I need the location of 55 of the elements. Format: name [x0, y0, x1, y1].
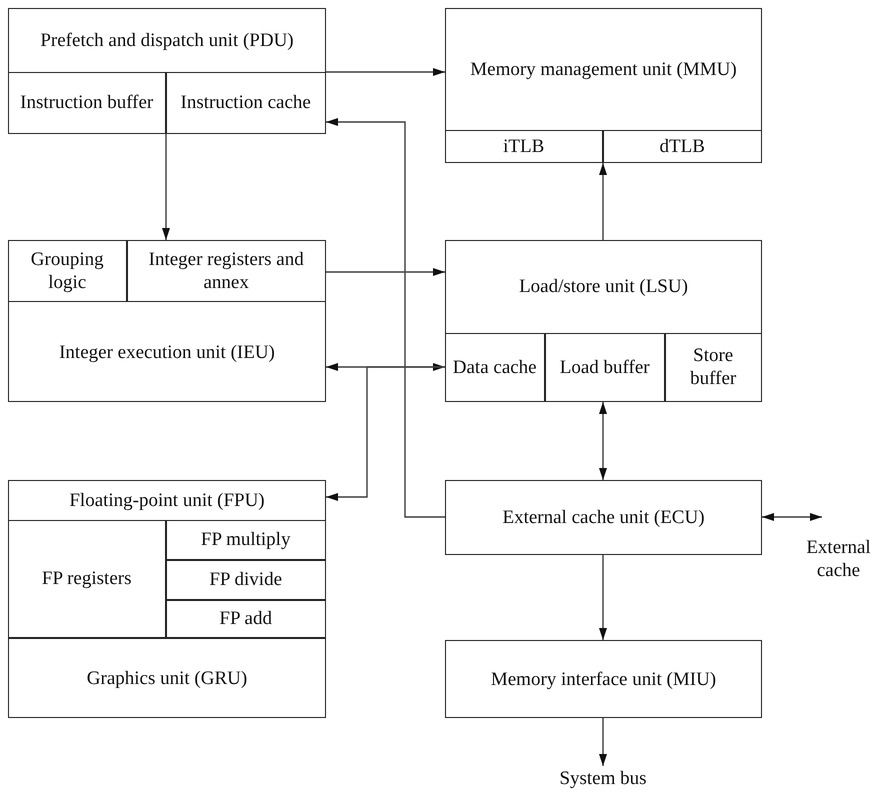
io-label: System bus	[558, 768, 648, 790]
unit-title: Floating-point unit (FPU)	[68, 490, 266, 512]
io-label: External cache	[805, 537, 872, 583]
unit-box	[445, 240, 762, 402]
component-cell	[444, 332, 545, 402]
unit-title: Load/store unit (LSU)	[518, 276, 689, 299]
component-cell	[166, 600, 326, 638]
component-label: FP multiply	[200, 529, 292, 552]
component-label: FP registers	[40, 568, 132, 592]
component-cell	[8, 520, 166, 638]
arrow	[599, 555, 607, 640]
component-label: FP divide	[208, 569, 284, 592]
unit-title: Integer execution unit (IEU)	[58, 342, 276, 364]
component-label: Integer registers and annex	[148, 248, 305, 294]
component-label: Grouping logic	[30, 248, 105, 294]
component-cell	[444, 130, 603, 163]
component-label: External cache unit (ECU)	[501, 507, 706, 530]
arrow	[162, 134, 170, 240]
component-cell	[664, 332, 762, 402]
component-label: Data cache	[452, 356, 538, 380]
component-label: Instruction buffer	[19, 92, 154, 116]
arrow	[326, 268, 445, 276]
component-label: Store buffer	[689, 345, 738, 391]
arrow	[762, 513, 822, 521]
component-label: FP add	[218, 608, 273, 632]
component-label: Load buffer	[558, 356, 651, 380]
arrow	[599, 402, 607, 480]
component-cell	[166, 72, 326, 134]
component-cell	[166, 520, 326, 560]
arrow	[599, 163, 607, 240]
component-label: dTLB	[658, 136, 706, 159]
arrow	[326, 366, 445, 501]
unit-title: Prefetch and dispatch unit (PDU)	[39, 30, 295, 52]
unit-box	[8, 638, 326, 718]
component-cell	[8, 240, 127, 302]
component-label: Memory interface unit (MIU)	[490, 668, 718, 692]
arrow	[326, 68, 445, 76]
component-cell	[544, 332, 665, 402]
unit-box	[8, 240, 326, 402]
component-label: iTLB	[502, 136, 546, 159]
arrow	[326, 363, 445, 371]
unit-box	[445, 480, 762, 555]
component-cell	[166, 560, 326, 600]
unit-box	[8, 8, 326, 134]
component-label: Graphics unit (GRU)	[86, 668, 248, 690]
unit-box	[445, 8, 762, 163]
unit-box	[8, 480, 326, 638]
component-cell	[8, 72, 166, 134]
component-cell	[602, 130, 762, 163]
arrow	[599, 718, 607, 766]
arrow	[326, 118, 445, 518]
unit-box	[445, 640, 762, 718]
component-label: Instruction cache	[180, 92, 312, 116]
unit-title: Memory management unit (MMU)	[469, 58, 738, 82]
component-cell	[126, 240, 326, 302]
